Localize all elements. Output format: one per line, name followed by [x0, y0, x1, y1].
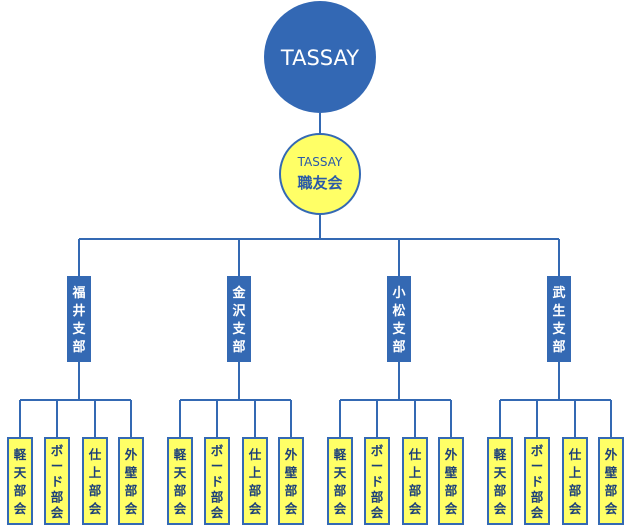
- sub-unit-box: [7, 437, 33, 525]
- connector-lines: [19, 113, 612, 438]
- sub-unit-box: [44, 437, 70, 525]
- sub-unit-node: 外壁部会: [438, 437, 464, 525]
- sub-unit-box: [364, 437, 390, 525]
- sub-unit-label: ボード部会: [371, 443, 384, 520]
- sub-unit-box: [524, 437, 550, 525]
- sub-unit-label: 仕上部会: [568, 447, 582, 516]
- branch-box: [547, 276, 571, 362]
- sub-unit-label: 軽天部会: [494, 447, 507, 516]
- root-label: TASSAY: [280, 46, 359, 70]
- branch-box: [227, 276, 251, 362]
- sub-unit-label: 外壁部会: [284, 447, 298, 516]
- root-node: TASSAY: [264, 1, 376, 113]
- sub-unit-node: 外壁部会: [598, 437, 624, 525]
- sub-unit-label: ボード部会: [531, 443, 544, 520]
- sub-unit-label: ボード部会: [51, 443, 64, 520]
- sub-unit-node: 軽天部会: [487, 437, 513, 525]
- sub-unit-node: ボード部会: [364, 437, 390, 525]
- branch-node: 武生支部: [547, 276, 571, 362]
- sub-unit-box: [167, 437, 193, 525]
- sub-unit-node: 軽天部会: [7, 437, 33, 525]
- sub-unit-box: [204, 437, 230, 525]
- sub-unit-node: 仕上部会: [402, 437, 428, 525]
- sub-unit-box: [487, 437, 513, 525]
- sub-unit-label: ボード部会: [211, 443, 224, 520]
- sub-unit-node: 軽天部会: [167, 437, 193, 525]
- sub-unit-box: [82, 437, 108, 525]
- sub-unit-node: ボード部会: [44, 437, 70, 525]
- sub-unit-label: 軽天部会: [174, 447, 187, 516]
- branch-box: [67, 276, 91, 362]
- branch-label: 小松支部: [391, 286, 406, 355]
- sub-unit-node: ボード部会: [524, 437, 550, 525]
- branch-label: 福井支部: [71, 285, 86, 355]
- sub-unit-box: [278, 437, 304, 525]
- sub-unit-label: 外壁部会: [604, 447, 618, 516]
- sub-unit-node: 仕上部会: [562, 437, 588, 525]
- branch-label: 武生支部: [551, 285, 566, 355]
- association-label-bottom: 職友会: [297, 174, 342, 192]
- branch-node: 福井支部: [67, 276, 91, 362]
- sub-unit-box: [118, 437, 144, 525]
- sub-unit-box: [402, 437, 428, 525]
- sub-unit-box: [598, 437, 624, 525]
- sub-unit-box: [327, 437, 353, 525]
- sub-unit-label: 軽天部会: [14, 447, 27, 516]
- branch-node: 小松支部: [387, 276, 411, 362]
- sub-unit-label: 軽天部会: [334, 447, 347, 516]
- sub-unit-node: 仕上部会: [82, 437, 108, 525]
- sub-unit-box: [242, 437, 268, 525]
- root-circle: [264, 1, 376, 113]
- sub-unit-node: ボード部会: [204, 437, 230, 525]
- sub-unit-box: [438, 437, 464, 525]
- association-node: TASSAY 職友会: [279, 133, 361, 215]
- branch-box: [387, 276, 411, 362]
- association-circle: [279, 133, 361, 215]
- association-label-top: TASSAY: [297, 155, 343, 169]
- sub-unit-label: 仕上部会: [408, 447, 422, 516]
- branch-node: 金沢支部: [227, 276, 251, 362]
- sub-unit-label: 仕上部会: [248, 447, 262, 516]
- sub-unit-box: [562, 437, 588, 525]
- sub-unit-node: 外壁部会: [118, 437, 144, 525]
- sub-unit-label: 外壁部会: [444, 447, 458, 516]
- sub-unit-node: 外壁部会: [278, 437, 304, 525]
- sub-unit-node: 仕上部会: [242, 437, 268, 525]
- sub-unit-node: 軽天部会: [327, 437, 353, 525]
- sub-unit-label: 仕上部会: [88, 447, 102, 516]
- sub-unit-label: 外壁部会: [124, 447, 138, 516]
- branch-label: 金沢支部: [231, 285, 246, 355]
